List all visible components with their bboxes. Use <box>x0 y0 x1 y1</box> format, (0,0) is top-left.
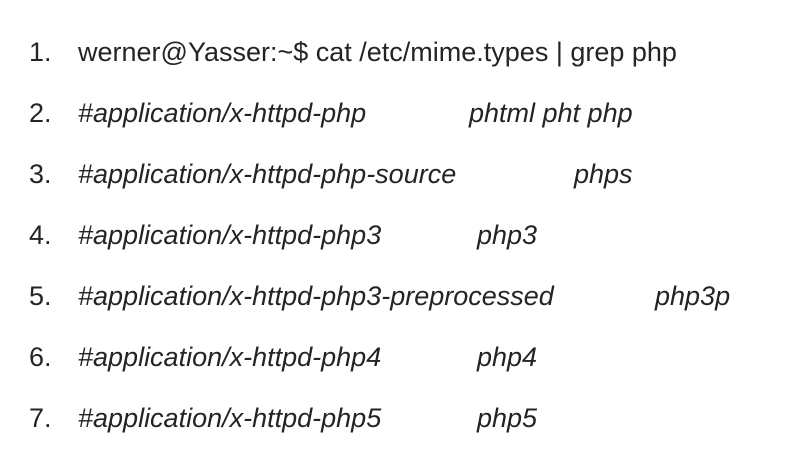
code-line-2: 2. #application/x-httpd-php phtml pht ph… <box>0 83 806 144</box>
file-extensions: php5 <box>477 403 538 433</box>
mime-type: #application/x-httpd-php <box>78 98 367 128</box>
line-number: 2. <box>29 98 52 128</box>
code-line-7: 7. #application/x-httpd-php5 php5 <box>0 388 806 449</box>
line-number: 4. <box>29 220 52 250</box>
shell-command: werner@Yasser:~$ cat /etc/mime.types | g… <box>78 37 677 67</box>
code-line-4: 4. #application/x-httpd-php3 php3 <box>0 205 806 266</box>
file-extensions: php4 <box>477 342 538 372</box>
file-extensions: php3 <box>477 220 538 250</box>
line-number: 3. <box>29 159 52 189</box>
mime-type: #application/x-httpd-php3 <box>78 220 382 250</box>
code-line-5: 5. #application/x-httpd-php3-preprocesse… <box>0 266 806 327</box>
code-listing: 1. werner@Yasser:~$ cat /etc/mime.types … <box>0 22 806 449</box>
line-number: 5. <box>29 281 52 311</box>
mime-type: #application/x-httpd-php-source <box>78 159 457 189</box>
mime-type: #application/x-httpd-php4 <box>78 342 382 372</box>
code-line-1: 1. werner@Yasser:~$ cat /etc/mime.types … <box>0 22 806 83</box>
mime-type: #application/x-httpd-php3-preprocessed <box>78 281 554 311</box>
line-number: 1. <box>29 37 52 67</box>
code-line-6: 6. #application/x-httpd-php4 php4 <box>0 327 806 388</box>
mime-type: #application/x-httpd-php5 <box>78 403 382 433</box>
file-extensions: php3p <box>655 281 731 311</box>
code-line-3: 3. #application/x-httpd-php-source phps <box>0 144 806 205</box>
line-number: 7. <box>29 403 52 433</box>
line-number: 6. <box>29 342 52 372</box>
file-extensions: phps <box>574 159 633 189</box>
file-extensions: phtml pht php <box>469 98 633 128</box>
